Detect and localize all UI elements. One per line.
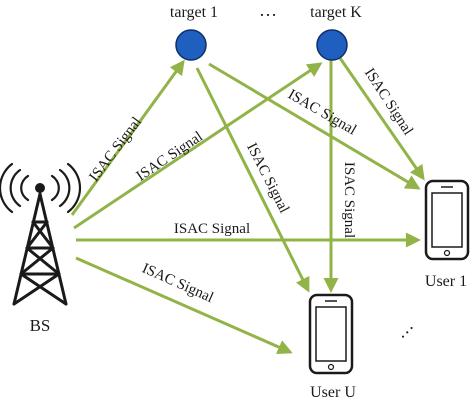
signal-label-bs-targetk: ISAC Signal (134, 129, 206, 185)
targets-ellipsis: … (259, 0, 277, 20)
signal-arrows (70, 57, 425, 355)
target-1-icon (175, 29, 207, 61)
users-ellipsis: … (390, 315, 417, 342)
user-1-label: User 1 (425, 273, 467, 290)
base-station: BS (0, 162, 82, 335)
smartphone-icon (308, 293, 354, 375)
user-1: User 1 (424, 179, 470, 290)
cell-tower-icon (0, 162, 82, 306)
target-k-label: target K (310, 4, 362, 21)
target-k-icon (316, 29, 348, 61)
bs-label: BS (30, 316, 51, 335)
target-1: target 1 (170, 4, 218, 61)
signal-label-bs-user1: ISAC Signal (174, 221, 250, 237)
smartphone-icon (424, 179, 470, 261)
arrow-target1-to-user1 (208, 62, 421, 190)
arrow-bs-to-targetk (73, 62, 323, 230)
arrow-targetk-to-user1 (338, 57, 425, 181)
target-k: target K (310, 4, 362, 61)
arrow-target1-to-useru (195, 67, 310, 293)
user-u: User U (308, 293, 356, 401)
signal-label-targetk-useru: ISAC Signal (341, 162, 357, 238)
user-u-label: User U (310, 384, 356, 401)
target-1-label: target 1 (170, 4, 218, 21)
signal-label-bs-useru: ISAC Signal (140, 261, 216, 307)
arrow-bs-to-useru (75, 256, 293, 355)
arrow-bs-to-target1 (70, 59, 185, 216)
